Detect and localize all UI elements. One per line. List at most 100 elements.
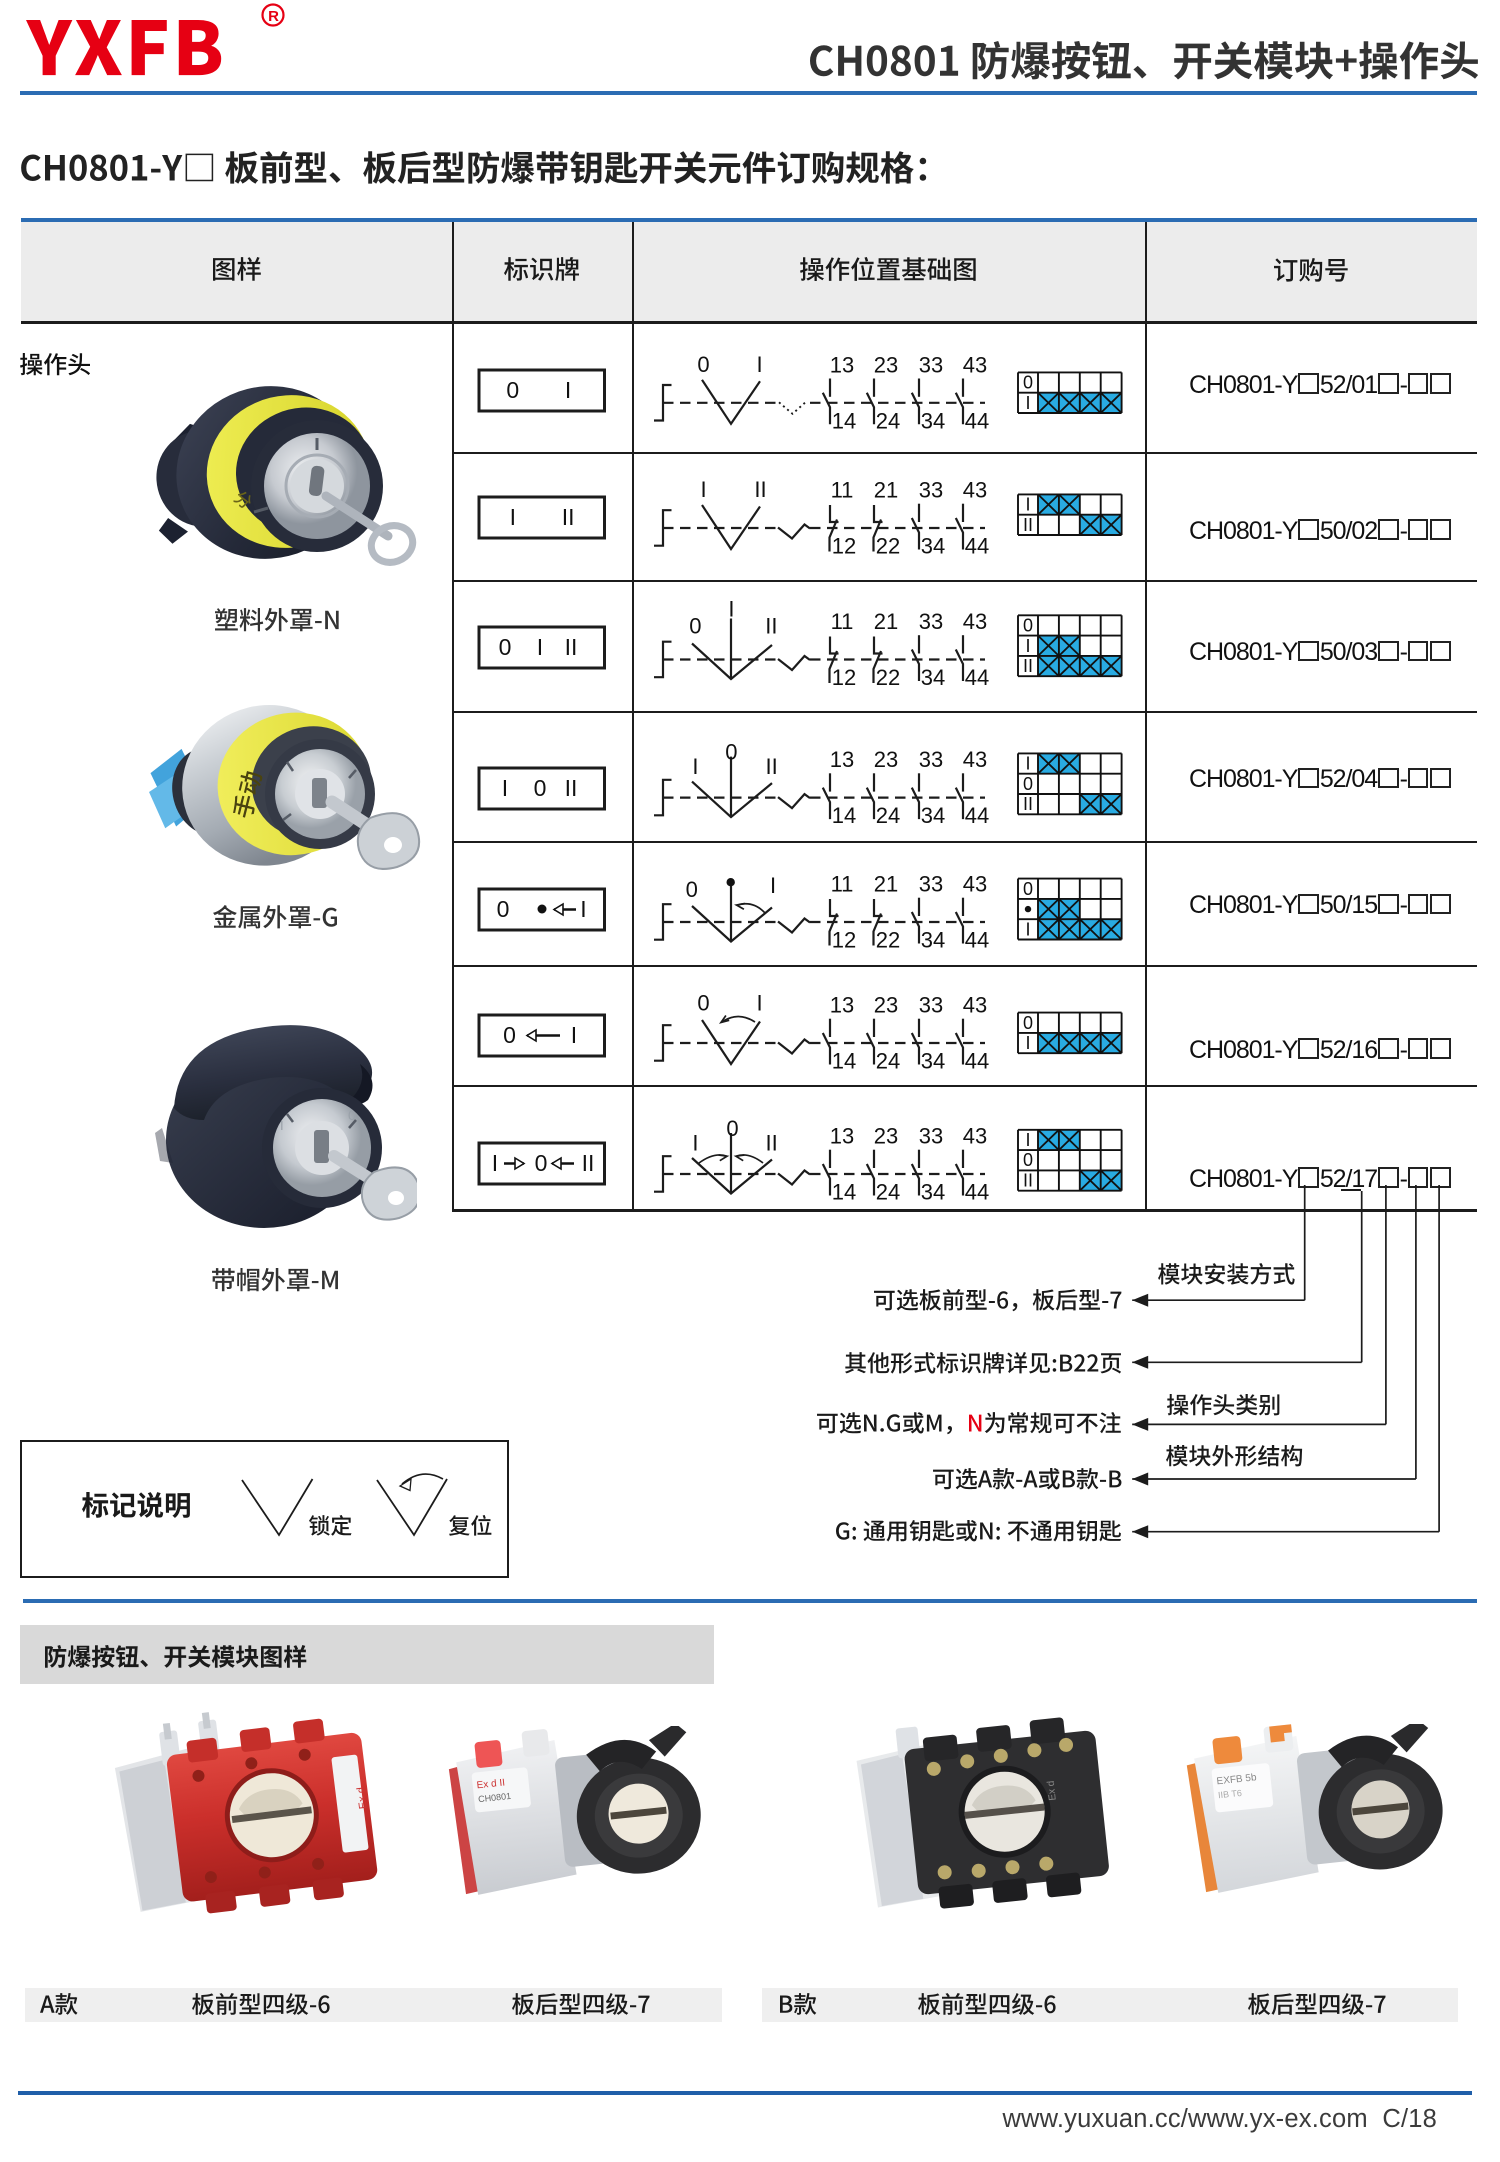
svg-text:14: 14	[832, 803, 856, 828]
svg-text:33: 33	[919, 609, 943, 634]
svg-text:II: II	[765, 754, 777, 779]
svg-text:11: 11	[831, 609, 854, 634]
svg-text:43: 43	[963, 872, 987, 897]
svg-text:I: I	[1025, 495, 1030, 515]
svg-text:24: 24	[876, 803, 900, 828]
svg-text:I: I	[565, 377, 571, 403]
svg-text:I: I	[502, 775, 508, 801]
svg-text:33: 33	[919, 747, 943, 772]
svg-text:44: 44	[965, 665, 989, 690]
svg-text:I: I	[1025, 1033, 1030, 1053]
svg-text:0: 0	[506, 377, 519, 403]
svg-text:21: 21	[874, 872, 898, 897]
svg-text:R: R	[268, 8, 279, 25]
svg-text:34: 34	[921, 408, 945, 433]
svg-text:24: 24	[876, 1180, 900, 1205]
svg-text:I: I	[571, 1022, 577, 1048]
svg-text:34: 34	[921, 665, 945, 690]
svg-text:22: 22	[876, 665, 900, 690]
svg-text:0: 0	[1023, 615, 1033, 635]
svg-text:I: I	[728, 596, 734, 621]
svg-text:24: 24	[876, 408, 900, 433]
svg-text:0: 0	[1023, 373, 1033, 393]
svg-text:I: I	[756, 991, 762, 1016]
svg-text:Ex d: Ex d	[1046, 1780, 1059, 1801]
svg-text:II: II	[1023, 1171, 1033, 1191]
svg-text:0: 0	[697, 991, 709, 1016]
svg-text:I: I	[1025, 636, 1030, 656]
svg-text:0: 0	[689, 614, 701, 639]
svg-text:II: II	[1023, 656, 1033, 676]
svg-text:21: 21	[874, 478, 898, 503]
svg-text:21: 21	[874, 609, 898, 634]
svg-text:43: 43	[963, 747, 987, 772]
svg-text:44: 44	[965, 534, 989, 559]
svg-text:I: I	[537, 634, 543, 660]
svg-text:I: I	[700, 477, 706, 502]
svg-text:II: II	[1023, 794, 1033, 814]
svg-text:0: 0	[725, 740, 737, 765]
svg-text:14: 14	[832, 1180, 856, 1205]
svg-text:43: 43	[963, 352, 987, 377]
svg-text:I: I	[770, 873, 776, 898]
svg-text:0: 0	[497, 896, 510, 922]
svg-text:23: 23	[874, 1124, 898, 1149]
svg-text:0: 0	[535, 1150, 548, 1176]
svg-text:43: 43	[963, 993, 987, 1018]
svg-text:I: I	[1025, 1130, 1030, 1150]
svg-text:0: 0	[1023, 1150, 1033, 1170]
svg-text:43: 43	[963, 1124, 987, 1149]
svg-text:43: 43	[963, 609, 987, 634]
svg-text:13: 13	[830, 352, 854, 377]
svg-text:0: 0	[1023, 1013, 1033, 1033]
svg-text:0: 0	[499, 634, 512, 660]
svg-text:IIB T6: IIB T6	[1218, 1788, 1243, 1800]
svg-text:33: 33	[919, 478, 943, 503]
svg-text:II: II	[565, 634, 578, 660]
svg-text:12: 12	[832, 534, 856, 559]
svg-text:0: 0	[348, 1107, 356, 1123]
svg-text:11: 11	[831, 872, 854, 897]
svg-text:33: 33	[919, 872, 943, 897]
svg-text:34: 34	[921, 1180, 945, 1205]
svg-text:I: I	[692, 754, 698, 779]
svg-text:EXFB 5b: EXFB 5b	[1216, 1772, 1257, 1787]
svg-text:34: 34	[921, 928, 945, 953]
svg-text:I: I	[1025, 754, 1030, 774]
svg-text:44: 44	[965, 408, 989, 433]
svg-text:0: 0	[1023, 879, 1033, 899]
svg-text:22: 22	[876, 534, 900, 559]
svg-text:Ex d: Ex d	[355, 1786, 370, 1809]
svg-text:14: 14	[832, 408, 856, 433]
svg-text:II: II	[582, 1150, 595, 1176]
svg-text:I: I	[692, 1130, 698, 1155]
svg-text:II: II	[765, 1130, 777, 1155]
svg-text:13: 13	[830, 993, 854, 1018]
svg-text:I: I	[510, 504, 516, 530]
svg-text:II: II	[562, 504, 575, 530]
svg-text:I: I	[492, 1150, 498, 1176]
svg-text:12: 12	[832, 928, 856, 953]
svg-text:23: 23	[874, 747, 898, 772]
svg-text:34: 34	[921, 1049, 945, 1074]
svg-text:33: 33	[919, 1124, 943, 1149]
svg-text:II: II	[565, 775, 578, 801]
svg-text:44: 44	[965, 928, 989, 953]
svg-text:33: 33	[919, 352, 943, 377]
svg-text:13: 13	[830, 747, 854, 772]
svg-text:44: 44	[965, 1049, 989, 1074]
svg-text:23: 23	[874, 352, 898, 377]
svg-text:13: 13	[830, 1124, 854, 1149]
svg-text:I: I	[280, 1118, 284, 1133]
svg-text:43: 43	[963, 478, 987, 503]
svg-text:0: 0	[534, 775, 547, 801]
svg-text:I: I	[1025, 919, 1030, 939]
svg-text:24: 24	[876, 1049, 900, 1074]
svg-text:44: 44	[965, 1180, 989, 1205]
svg-text:23: 23	[874, 993, 898, 1018]
svg-text:0: 0	[1023, 774, 1033, 794]
svg-text:12: 12	[832, 665, 856, 690]
svg-text:44: 44	[965, 803, 989, 828]
svg-text:0: 0	[697, 352, 709, 377]
svg-text:I: I	[756, 352, 762, 377]
